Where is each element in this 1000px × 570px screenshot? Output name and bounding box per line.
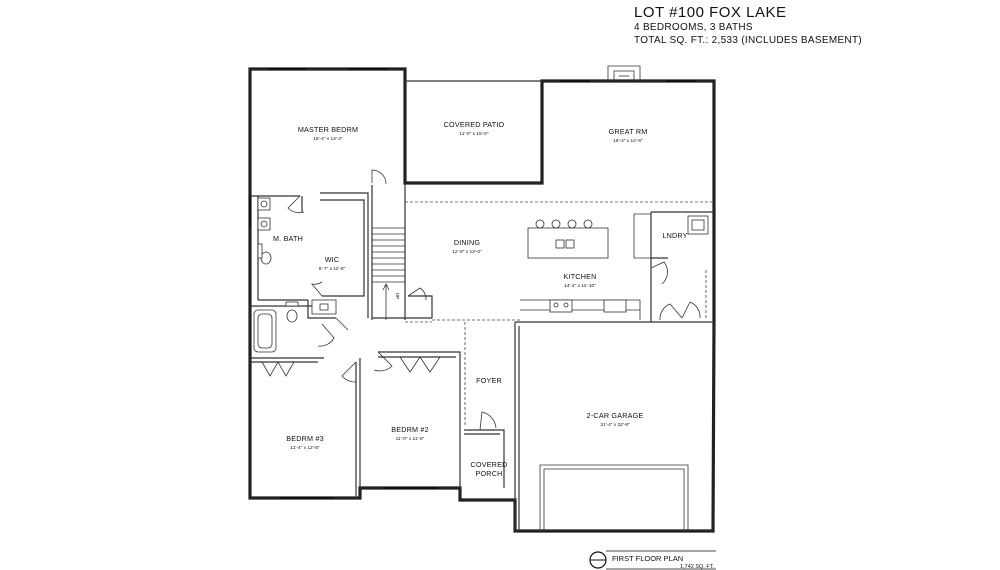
range [549, 299, 573, 313]
room-dims-master-bedroom: 16'-4" x 13'-2" [313, 136, 343, 142]
stool-1 [535, 219, 545, 229]
room-name-master-bedroom: MASTER BEDRM [298, 125, 358, 134]
garage-door [539, 464, 689, 531]
room-labels: MASTER BEDRM 16'-4" x 13'-2" COVERED PAT… [273, 120, 687, 478]
room-name-dining: DINING [454, 238, 481, 247]
interior-walls [250, 183, 714, 531]
plan-footer: FIRST FLOOR PLAN 1,742 SQ. FT. [589, 550, 716, 570]
fireplace [607, 65, 641, 81]
room-name-wic: WIC [325, 255, 340, 264]
room-name-laundry: LNDRY [662, 231, 687, 240]
room-name-covered-patio: COVERED PATIO [444, 120, 505, 129]
room-dims-garage: 31'-4" x 22'-8" [600, 422, 630, 428]
stool-2 [551, 219, 561, 229]
room-name-great-room: GREAT RM [609, 127, 648, 136]
exterior-walls [248, 67, 716, 533]
kitchen-fixtures [520, 213, 709, 320]
room-name-garage: 2-CAR GARAGE [587, 411, 644, 420]
room-name-covered-porch-line2: PORCH [476, 469, 503, 478]
plan-name: FIRST FLOOR PLAN [612, 554, 683, 563]
windows [248, 67, 696, 500]
stairs-up-label: UP [394, 293, 400, 300]
room-dims-bedroom-3: 11'-4" x 12'-8" [290, 445, 319, 451]
stool-4 [583, 219, 593, 229]
staircase: UP [372, 227, 405, 320]
room-dims-bedroom-2: 11'-0" x 11'-8" [396, 436, 425, 442]
room-dims-great-room: 18'-4" x 14'-6" [613, 138, 643, 144]
bath-fixtures [253, 197, 337, 353]
doors [287, 169, 701, 431]
openings [405, 201, 714, 425]
room-name-master-bath: M. BATH [273, 234, 303, 243]
toilet-master [260, 251, 272, 265]
room-dims-dining: 12'-8" x 13'-0" [452, 249, 482, 255]
room-dims-wic: 6'-7" x 11'-6" [319, 266, 346, 272]
room-name-bedroom-2: BEDRM #2 [391, 425, 429, 434]
room-dims-kitchen: 14'-4" x 11'-10" [564, 283, 596, 289]
room-name-foyer: FOYER [476, 376, 502, 385]
closet-doors [261, 356, 441, 377]
stool-3 [567, 219, 577, 229]
refrigerator [603, 299, 627, 313]
plan-square-footage: 1,742 SQ. FT. [680, 564, 714, 570]
total-square-footage: TOTAL SQ. FT.: 2,533 (INCLUDES BASEMENT) [634, 35, 862, 46]
room-name-covered-porch-line1: COVERED [471, 460, 508, 469]
room-name-bedroom-3: BEDRM #3 [286, 434, 324, 443]
room-dims-covered-patio: 11'-0" x 15'-0" [459, 131, 488, 137]
room-name-kitchen: KITCHEN [564, 272, 597, 281]
toilet-hall [286, 309, 298, 323]
pantry-cabinets [633, 213, 652, 259]
bed-bath-count: 4 BEDROOMS, 3 BATHS [634, 22, 753, 33]
plan-title: LOT #100 FOX LAKE [634, 4, 787, 21]
